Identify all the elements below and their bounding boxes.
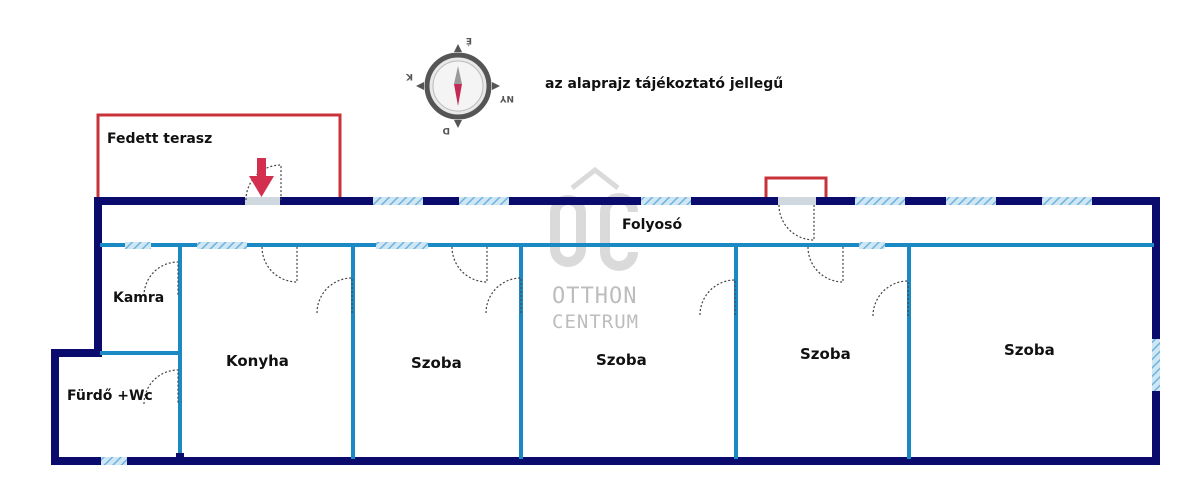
compass-icon [416,44,500,128]
top-windows [245,197,1092,205]
label-corridor: Folyosó [622,217,683,233]
corridor-windows [125,242,885,249]
compass-north: É [466,35,472,47]
outer-walls [51,197,1160,465]
compass-south: D [443,125,450,135]
chimney-outline [764,176,828,200]
label-room4: Szoba [1004,341,1055,359]
terrace-outline [96,113,342,200]
label-pantry: Kamra [113,290,165,306]
label-terrace: Fedett terasz [107,131,213,147]
watermark-line1: OTTHON [552,284,638,309]
bottom-window [101,457,127,465]
watermark-line2: CENTRUM [552,311,640,333]
label-room1: Szoba [411,354,462,372]
compass-east: K [405,71,413,81]
disclaimer-note: az alaprajz tájékoztató jellegű [545,76,784,92]
right-window [1152,339,1160,391]
wall-corner-mark [176,453,184,461]
doors [143,164,909,405]
label-room3: Szoba [800,345,851,363]
label-bathroom: Fürdő +Wc [67,388,153,404]
compass-west: NY [499,93,514,103]
label-kitchen: Konyha [226,352,289,370]
entrance-arrow-icon [249,158,274,197]
label-room2: Szoba [596,351,647,369]
